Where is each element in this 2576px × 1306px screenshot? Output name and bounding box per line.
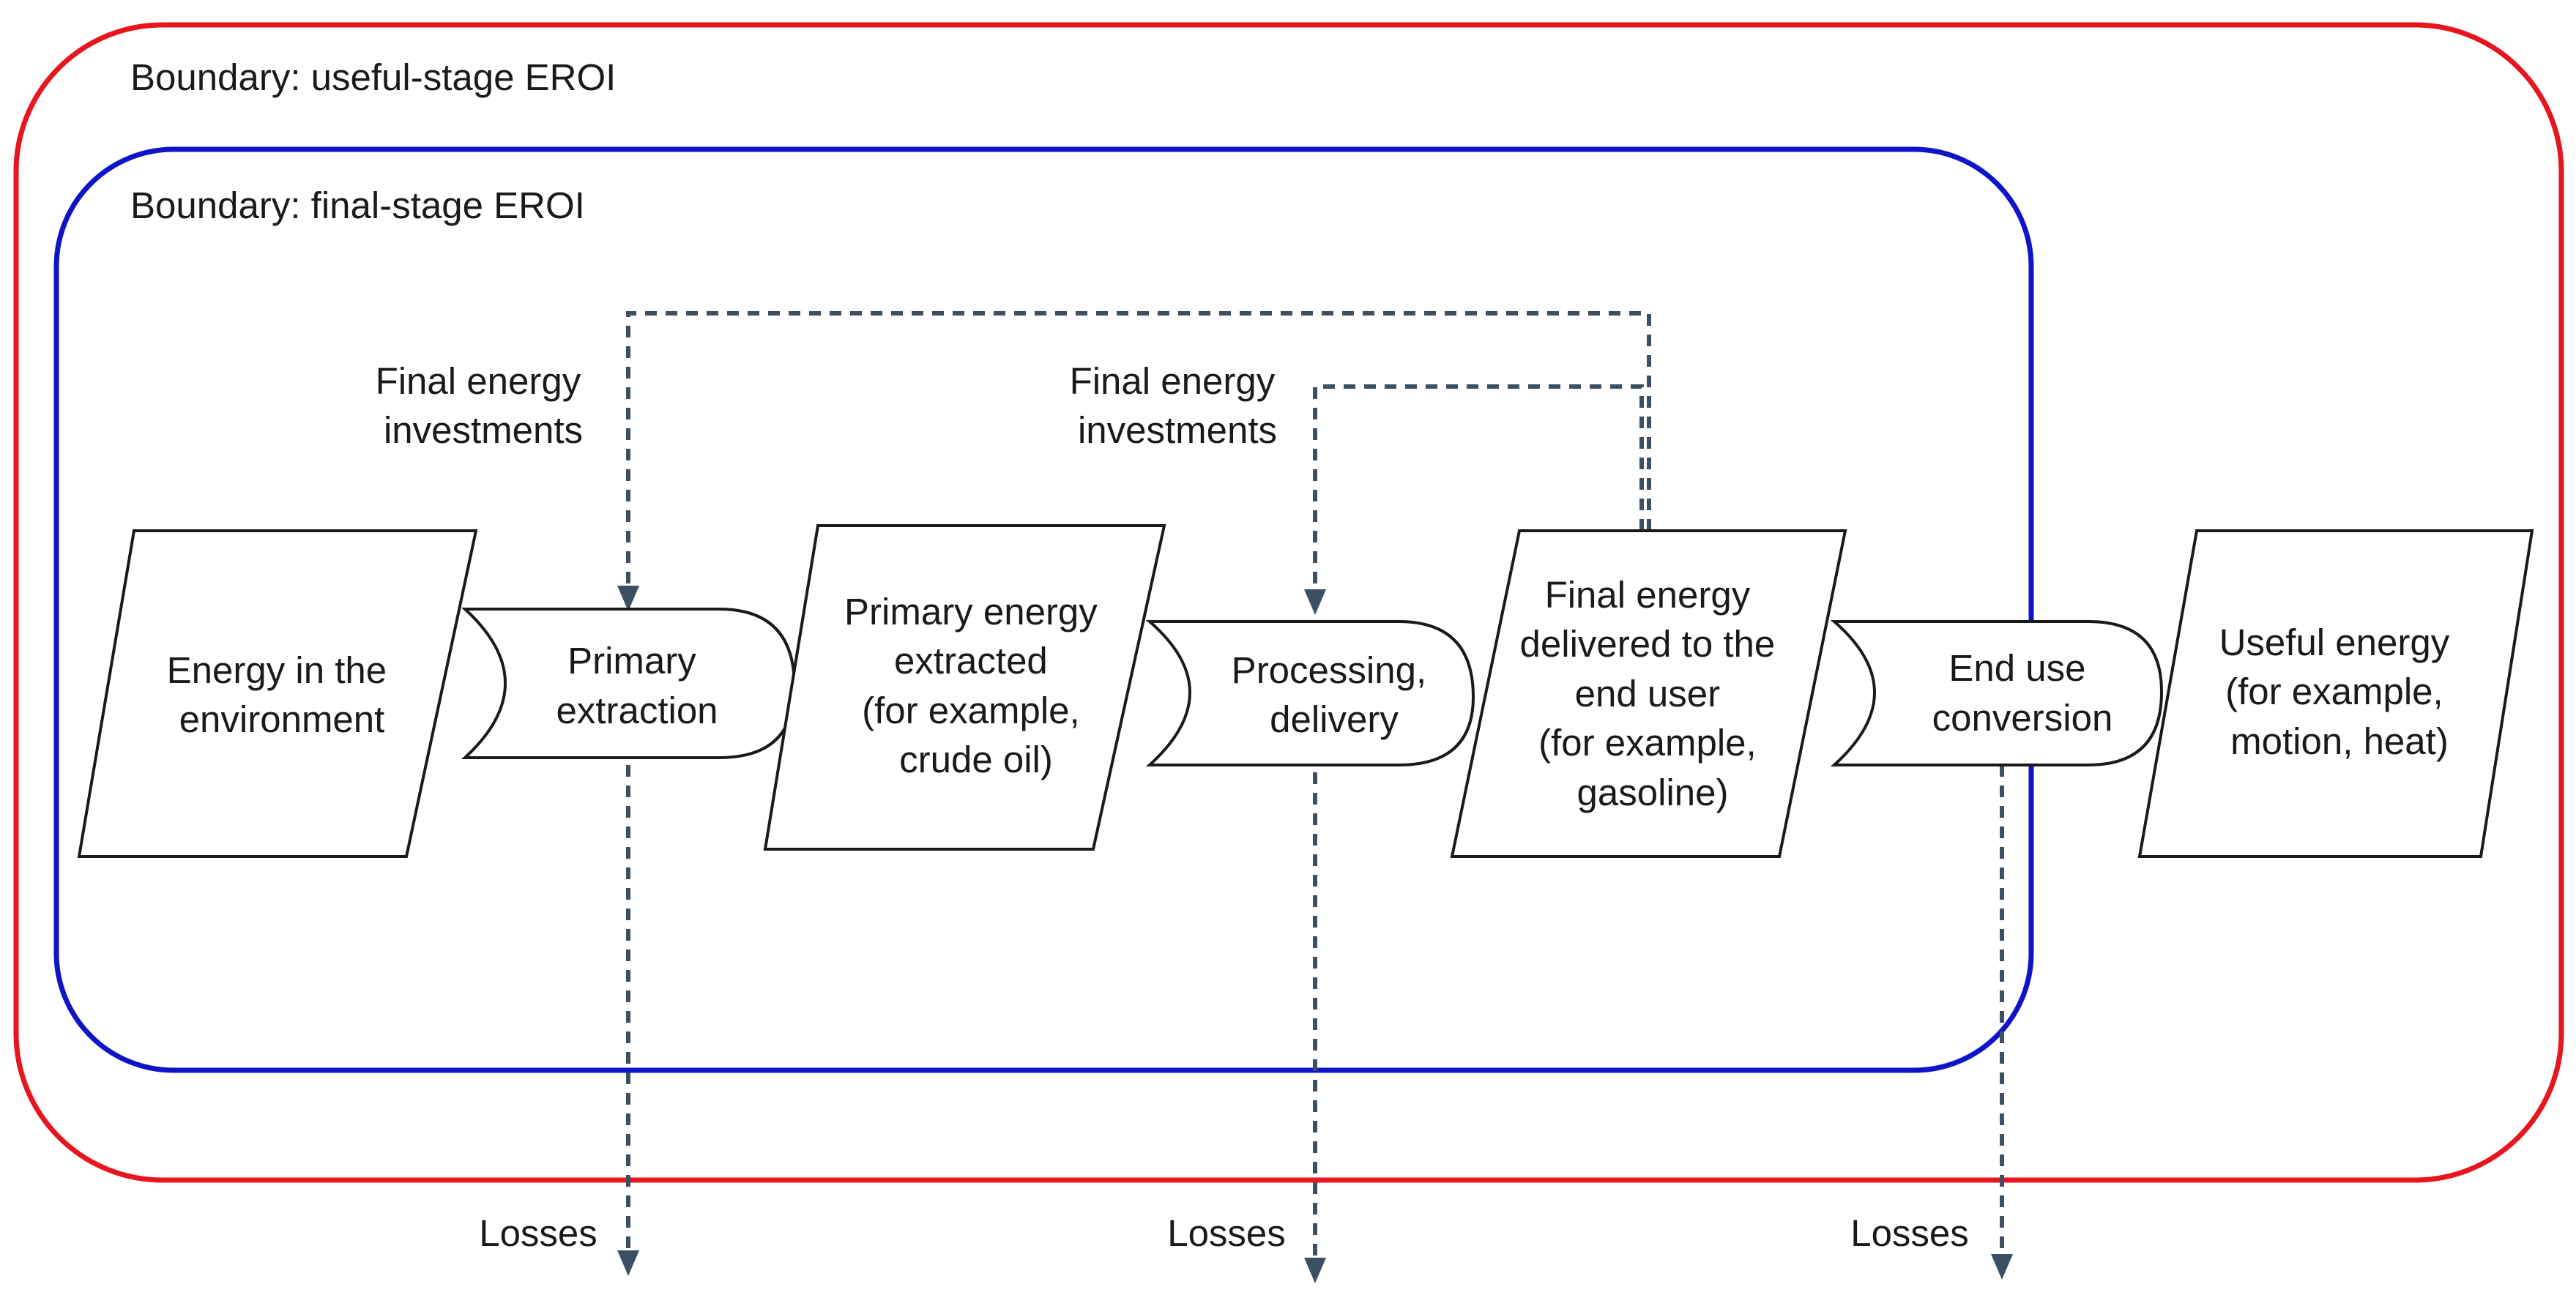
- stock-final-label: Final energy delivered to the end user (…: [1520, 574, 1786, 813]
- investment-label-2: Final energy investments: [1070, 360, 1286, 451]
- process-end-use-conversion: [1830, 620, 2164, 766]
- investment-arrowhead-processing: [1304, 589, 1326, 615]
- investment-flow-to-processing: [1313, 384, 1644, 589]
- stock-useful-energy: [2137, 529, 2534, 858]
- losses-arrowhead-extraction: [617, 1250, 639, 1276]
- losses-arrowhead-conversion: [1991, 1254, 2013, 1280]
- stock-primary-label: Primary energy extracted (for example, c…: [844, 591, 1108, 780]
- losses-label-1: Losses: [479, 1212, 598, 1254]
- stock-energy-in-environment: [77, 529, 478, 858]
- final-boundary-label: Boundary: final-stage EROI: [130, 184, 585, 226]
- stock-final-energy-delivered: [1450, 529, 1847, 858]
- investment-flow-to-extraction: [626, 311, 1651, 586]
- losses-label-2: Losses: [1167, 1212, 1286, 1254]
- useful-boundary-label: Boundary: useful-stage EROI: [130, 56, 616, 98]
- stock-primary-energy-extracted: [763, 524, 1166, 851]
- process-processing-label: Processing, delivery: [1232, 649, 1437, 740]
- investment-label-1: Final energy investments: [376, 360, 592, 451]
- stock-environment-label: Energy in the environment: [167, 649, 398, 740]
- process-extraction-label: Primary extraction: [556, 640, 718, 731]
- process-primary-extraction: [461, 608, 797, 759]
- stock-useful-label: Useful energy (for example, motion, heat…: [2219, 622, 2460, 762]
- final-stage-boundary: [53, 146, 2034, 1073]
- losses-label-3: Losses: [1850, 1212, 1969, 1254]
- useful-stage-boundary: [13, 22, 2564, 1183]
- process-conversion-label: End use conversion: [1932, 647, 2113, 739]
- process-processing-delivery: [1145, 620, 1475, 766]
- investment-arrowhead-extraction: [617, 586, 639, 611]
- losses-arrowhead-processing: [1304, 1258, 1326, 1283]
